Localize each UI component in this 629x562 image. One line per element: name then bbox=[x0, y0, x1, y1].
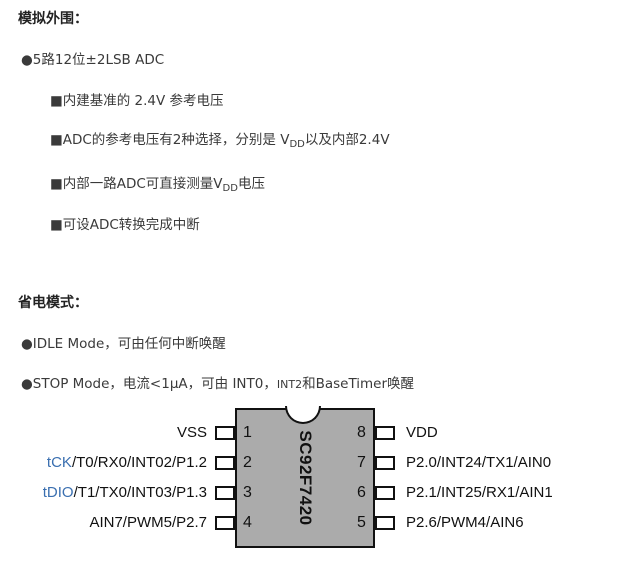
pin-6-lead bbox=[375, 486, 395, 500]
pin-1-lead bbox=[215, 426, 235, 440]
pin-5-number: 5 bbox=[357, 514, 366, 531]
feature-ref-choice: ■ADC的参考电压有2种选择，分别是 VDD以及内部2.4V bbox=[50, 128, 390, 150]
pin-8-number: 8 bbox=[357, 424, 366, 441]
feature-ref-voltage: ■内建基准的 2.4V 参考电压 bbox=[50, 93, 224, 109]
pin-3-label-prefix: tDIO bbox=[42, 484, 74, 501]
chip-name: SC92F7420 bbox=[296, 430, 315, 526]
stop-mode-text: ●STOP Mode，电流<1μA，可由 INT0， bbox=[21, 376, 277, 392]
pin-3-label: tDIO/T1/TX0/INT03/P1.3 bbox=[43, 484, 207, 501]
stop-mode-suffix: 和BaseTimer唤醒 bbox=[302, 376, 415, 392]
pin-8-lead bbox=[375, 426, 395, 440]
pin-2-label-prefix: tCK bbox=[46, 454, 72, 471]
pin-3-number: 3 bbox=[243, 484, 252, 501]
pin-6-number: 6 bbox=[357, 484, 366, 501]
pin-5-label: P2.6/PWM4/AIN6 bbox=[406, 514, 524, 531]
feature-ref-choice-suffix: 以及内部2.4V bbox=[304, 132, 390, 148]
pin-1-label: VSS bbox=[176, 424, 207, 441]
pin-7-label: P2.0/INT24/TX1/AIN0 bbox=[406, 454, 552, 471]
stop-mode-int2: INT2 bbox=[276, 378, 303, 391]
vdd-subscript: DD bbox=[289, 139, 305, 150]
pin-3-label-text: /T1/TX0/INT03/P1.3 bbox=[73, 484, 207, 501]
pin-2-lead bbox=[215, 456, 235, 470]
pin-4-lead bbox=[215, 516, 235, 530]
pin-6-label: P2.1/INT25/RX1/AIN1 bbox=[406, 484, 553, 501]
pin-2-label: tCK/T0/RX0/INT02/P1.2 bbox=[47, 454, 207, 471]
pin-7-lead bbox=[375, 456, 395, 470]
feature-ref-choice-text: ■ADC的参考电压有2种选择，分别是 V bbox=[50, 132, 290, 148]
feature-interrupt: ■可设ADC转换完成中断 bbox=[50, 217, 200, 233]
pin-3-lead bbox=[215, 486, 235, 500]
pin-2-number: 2 bbox=[243, 454, 252, 471]
pin-8-label: VDD bbox=[406, 424, 438, 441]
pin-7-number: 7 bbox=[357, 454, 366, 471]
adc-spec: ●5路12位±2LSB ADC bbox=[21, 52, 165, 68]
analog-heading: 模拟外围： bbox=[18, 11, 88, 27]
feature-measure-vdd-suffix: 电压 bbox=[237, 176, 265, 192]
vdd-subscript-2: DD bbox=[222, 183, 238, 194]
pin-4-label: AIN7/PWM5/P2.7 bbox=[89, 514, 207, 531]
idle-mode: ●IDLE Mode，可由任何中断唤醒 bbox=[21, 336, 226, 352]
power-heading: 省电模式： bbox=[18, 295, 88, 311]
pin-2-label-text: /T0/RX0/INT02/P1.2 bbox=[71, 454, 207, 471]
stop-mode: ●STOP Mode，电流<1μA，可由 INT0，INT2和BaseTimer… bbox=[21, 372, 414, 392]
feature-measure-vdd: ■内部一路ADC可直接测量VDD电压 bbox=[50, 172, 265, 194]
pin-1-number: 1 bbox=[243, 424, 252, 441]
pin-4-number: 4 bbox=[243, 514, 252, 531]
feature-measure-vdd-text: ■内部一路ADC可直接测量V bbox=[50, 176, 223, 192]
pin-5-lead bbox=[375, 516, 395, 530]
